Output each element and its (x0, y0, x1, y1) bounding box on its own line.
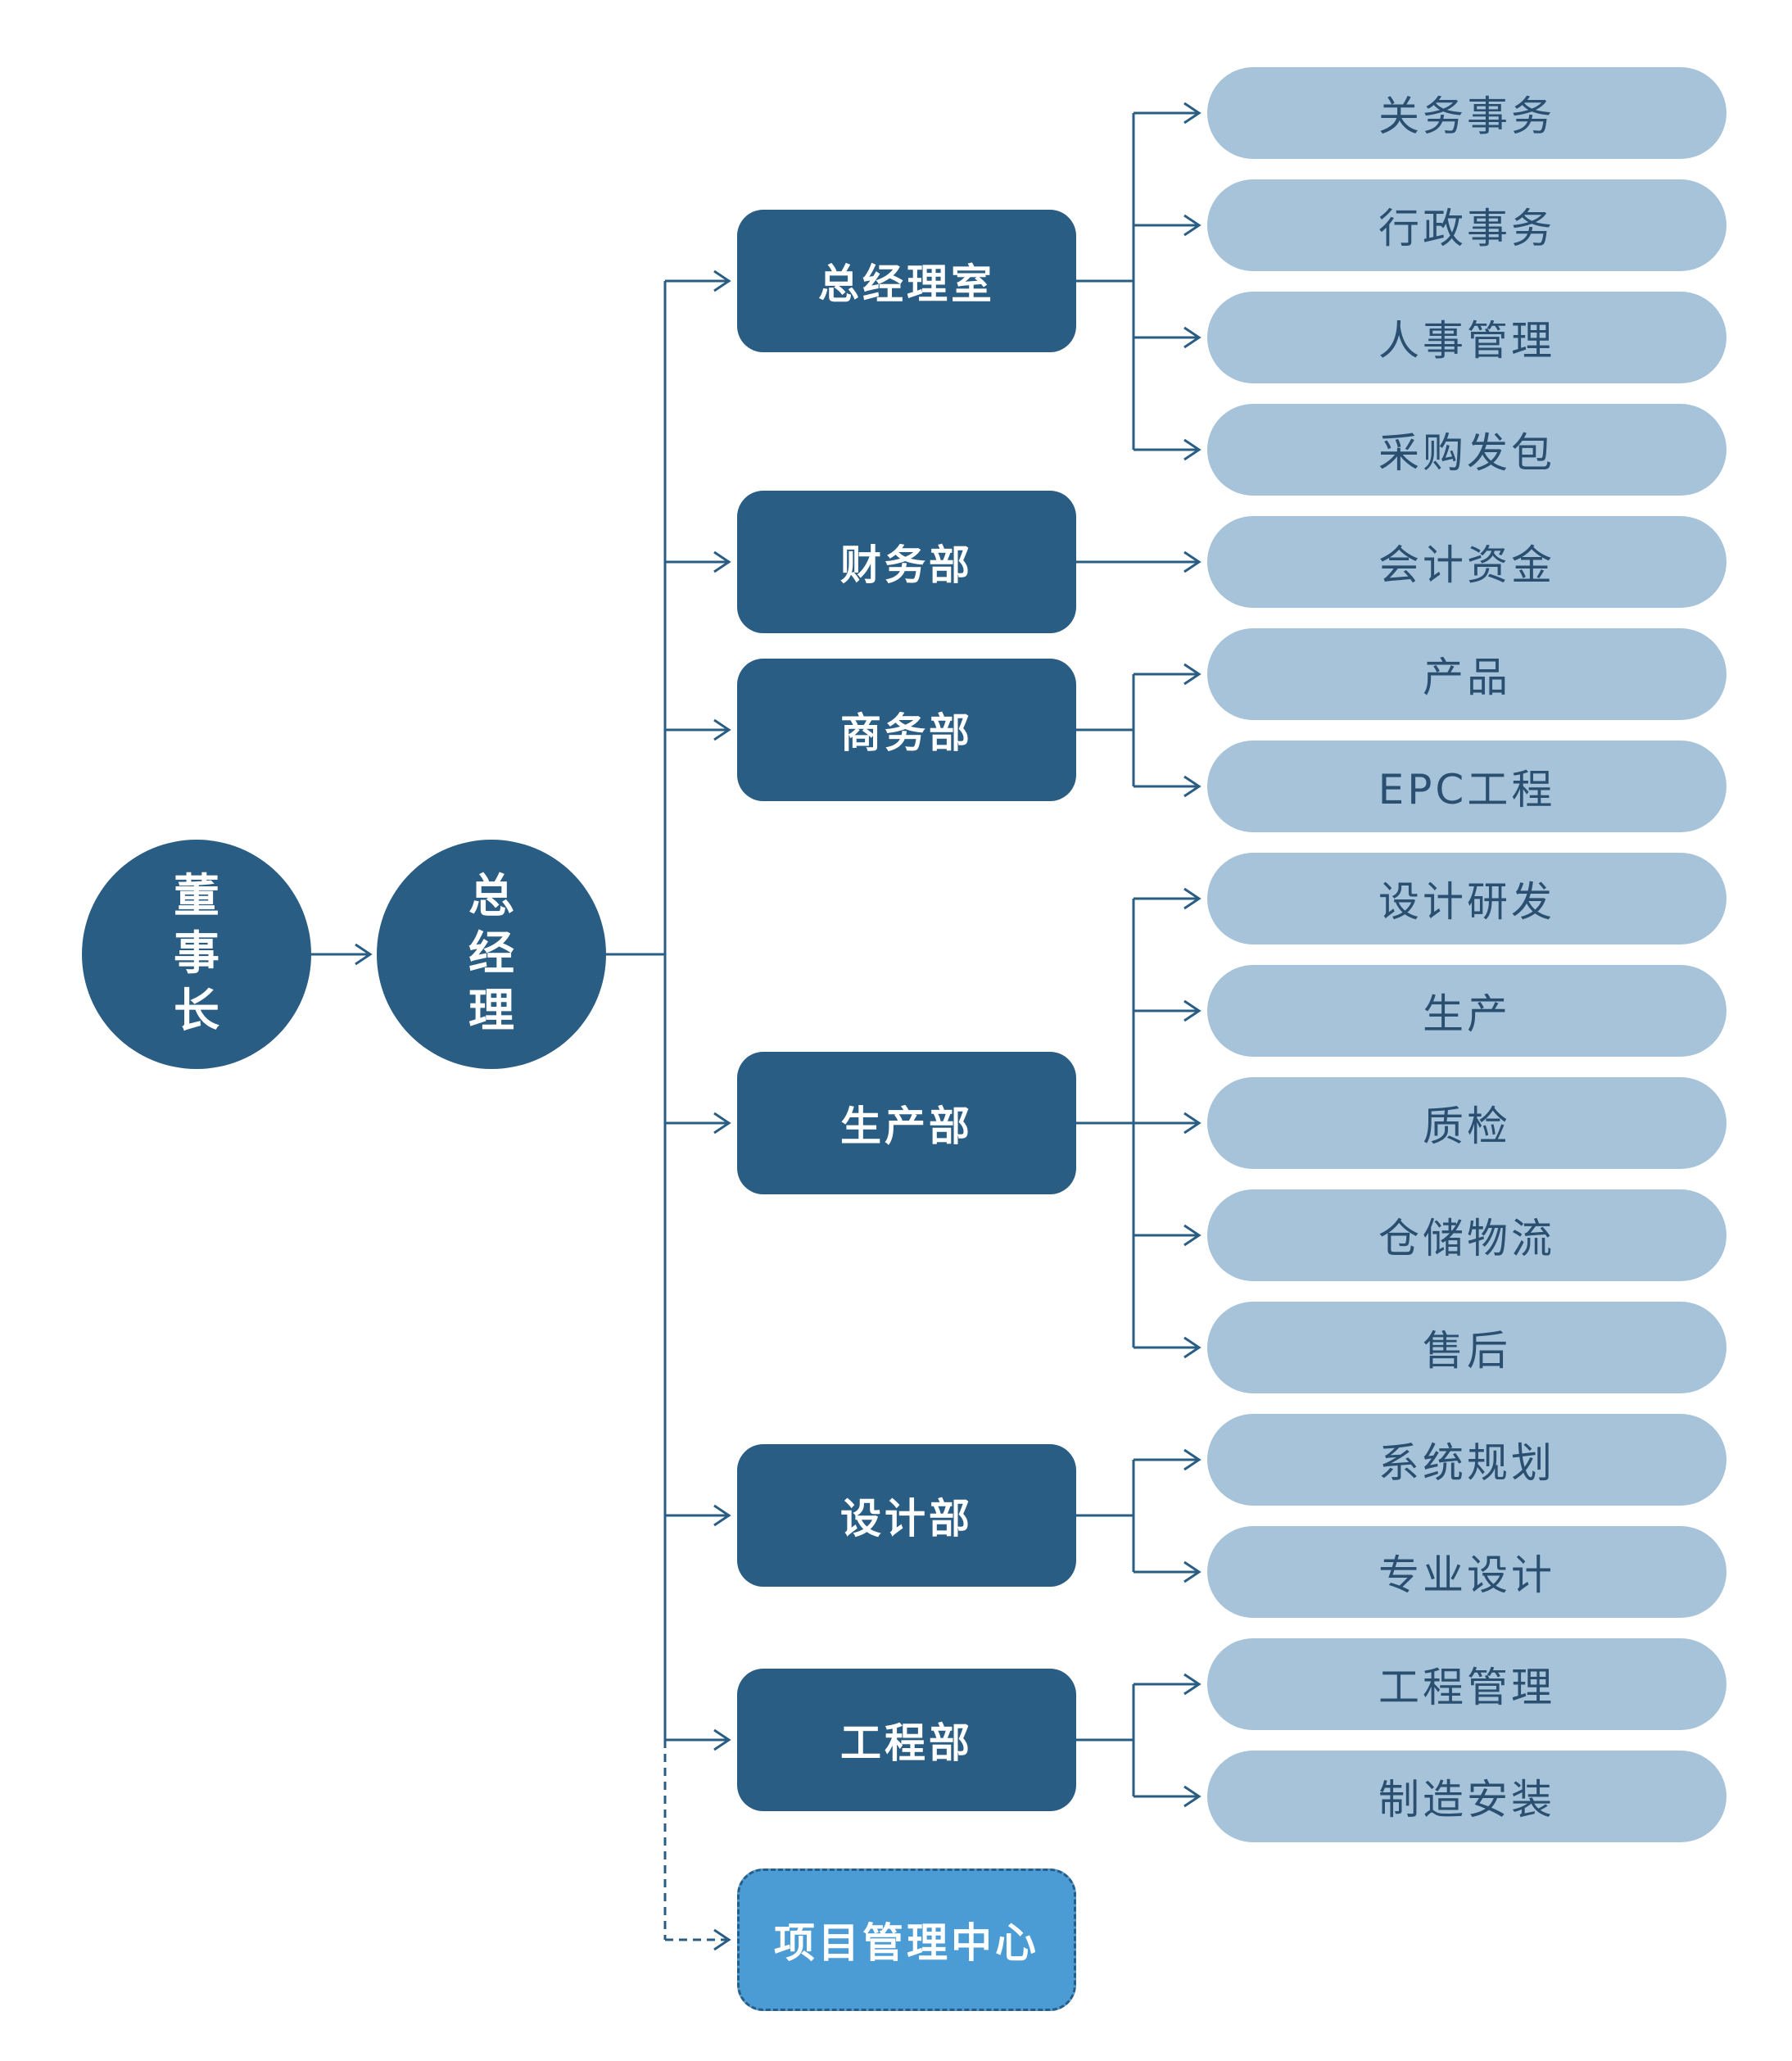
arrow-head (1183, 1224, 1201, 1247)
dept-label: 设计部 (840, 1495, 973, 1542)
arrow-head (713, 718, 731, 741)
sub-item: 仓储物流 (1207, 1189, 1726, 1281)
sub-item: 制造安装 (1207, 1751, 1726, 1842)
arrow-head (713, 1928, 731, 1951)
dept-project-management-center: 项目管理中心 (737, 1868, 1076, 2011)
arrow-head (1183, 214, 1201, 237)
arrow-head (1183, 1560, 1201, 1583)
sub-item: EPC工程 (1207, 741, 1726, 832)
sub-item: 专业设计 (1207, 1526, 1726, 1618)
sub-item: 人事管理 (1207, 292, 1726, 383)
arrow-head (713, 550, 731, 573)
dept-label: 商务部 (840, 709, 973, 757)
arrow-head (1183, 887, 1201, 910)
dept-label: 生产部 (840, 1103, 973, 1150)
sub-item: 生产 (1207, 965, 1726, 1057)
arrow-head (1183, 1673, 1201, 1696)
sub-item: 售后 (1207, 1302, 1726, 1393)
arrow-head (1183, 438, 1201, 461)
dept-label: 财务部 (840, 541, 973, 589)
arrow-head (713, 1112, 731, 1135)
sub-item: 设计研发 (1207, 853, 1726, 944)
dept-finance: 财务部 (737, 491, 1076, 633)
sub-item: 行政事务 (1207, 179, 1726, 271)
dept-business: 商务部 (737, 659, 1076, 801)
arrow-head (1183, 326, 1201, 349)
arrow-head (1183, 775, 1201, 798)
dept-design: 设计部 (737, 1444, 1076, 1587)
dept-label: 工程部 (840, 1719, 973, 1767)
dept-label: 总经理室 (818, 260, 995, 308)
dept-label: 项目管理中心 (774, 1919, 1039, 1967)
arrow-head (1183, 1448, 1201, 1471)
arrow-head (1183, 1785, 1201, 1808)
general-manager-node: 总经理 (377, 840, 606, 1069)
arrow-head (1183, 550, 1201, 573)
dept-engineering: 工程部 (737, 1669, 1076, 1811)
sub-item: 工程管理 (1207, 1638, 1726, 1730)
arrow-head (355, 943, 373, 966)
arrow-head (713, 1504, 731, 1527)
sub-item: 关务事务 (1207, 67, 1726, 159)
arrow-head (1183, 102, 1201, 125)
general-manager-label: 总经理 (468, 870, 514, 1038)
dept-gm-office: 总经理室 (737, 210, 1076, 352)
chairman-label: 董事长 (174, 870, 219, 1038)
sub-item: 会计资金 (1207, 516, 1726, 608)
arrow-head (713, 270, 731, 292)
sub-item: 产品 (1207, 628, 1726, 720)
arrow-head (713, 1728, 731, 1751)
arrow-head (1183, 999, 1201, 1022)
chairman-node: 董事长 (82, 840, 311, 1069)
sub-item: 质检 (1207, 1077, 1726, 1169)
arrow-head (1183, 663, 1201, 686)
sub-item: 采购发包 (1207, 404, 1726, 496)
sub-item: 系统规划 (1207, 1414, 1726, 1506)
arrow-head (1183, 1336, 1201, 1359)
dept-production: 生产部 (737, 1052, 1076, 1194)
arrow-head (1183, 1112, 1201, 1135)
